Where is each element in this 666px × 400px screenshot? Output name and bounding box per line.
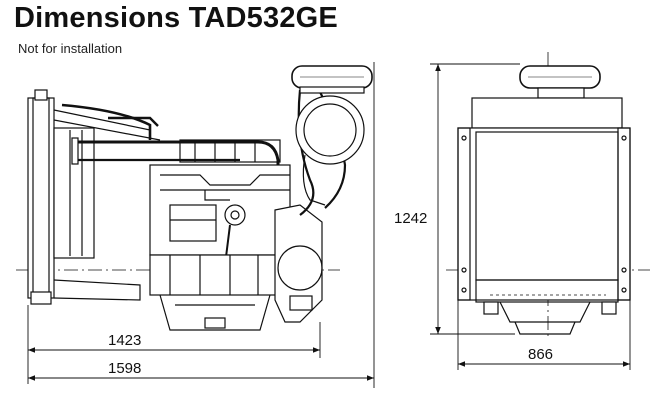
page-subtitle: Not for installation (18, 41, 123, 56)
front-view (446, 52, 650, 340)
side-view-dimensions (27, 62, 375, 388)
dimension-height: 1242 (394, 210, 428, 227)
dimension-length-engine: 1423 (108, 332, 142, 349)
front-view-dimensions (430, 63, 631, 370)
dimension-length-total: 1598 (108, 360, 142, 377)
side-view (16, 65, 373, 331)
dimension-width: 866 (528, 346, 554, 363)
page-title: Dimensions TAD532GE (14, 2, 338, 34)
